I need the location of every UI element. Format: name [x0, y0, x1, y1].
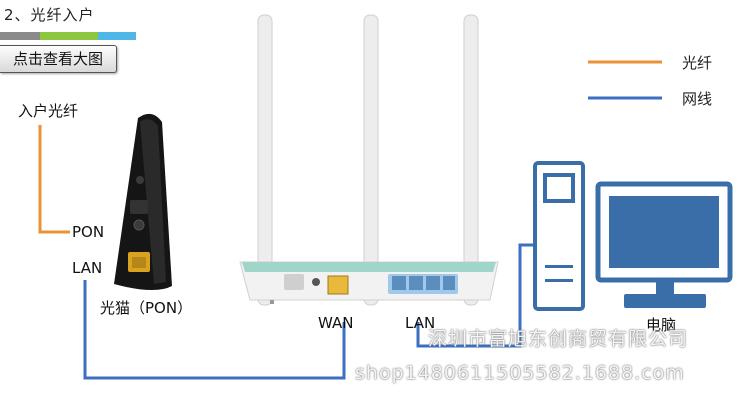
- router: [239, 14, 499, 306]
- antenna-right: [463, 14, 479, 306]
- color-bar-blue: [98, 32, 136, 40]
- computer-tower: [533, 161, 585, 311]
- legend-fiber-label: 光纤: [682, 54, 713, 72]
- watermark-company: 深圳市富旭东创商贸有限公司: [428, 328, 689, 350]
- antenna-middle: [363, 14, 379, 306]
- color-bar-gray: [0, 32, 40, 40]
- network-cable-router-pc: [416, 243, 548, 348]
- network-cable-modem-router: [83, 280, 346, 380]
- computer-label: 电脑: [646, 316, 677, 334]
- modem-pon-label: PON: [72, 223, 105, 241]
- optical-modem: [114, 113, 172, 291]
- router-lan-label: LAN: [405, 314, 436, 332]
- modem-lan-label: LAN: [72, 259, 103, 277]
- fiber-in-label: 入户光纤: [18, 102, 79, 120]
- watermark-shop: shop1480611505582.1688.com: [355, 362, 685, 384]
- computer-monitor: [595, 181, 733, 308]
- color-bar-green: [40, 32, 98, 40]
- view-large-image-button[interactable]: 点击查看大图: [0, 45, 117, 73]
- router-wan-label: WAN: [318, 314, 354, 332]
- legend-network-label: 网线: [682, 90, 713, 108]
- antenna-left: [257, 14, 273, 306]
- modem-name-label: 光猫（PON）: [100, 299, 193, 317]
- page-heading: 2、光纤入户: [4, 6, 95, 24]
- fiber-cable: [38, 125, 70, 234]
